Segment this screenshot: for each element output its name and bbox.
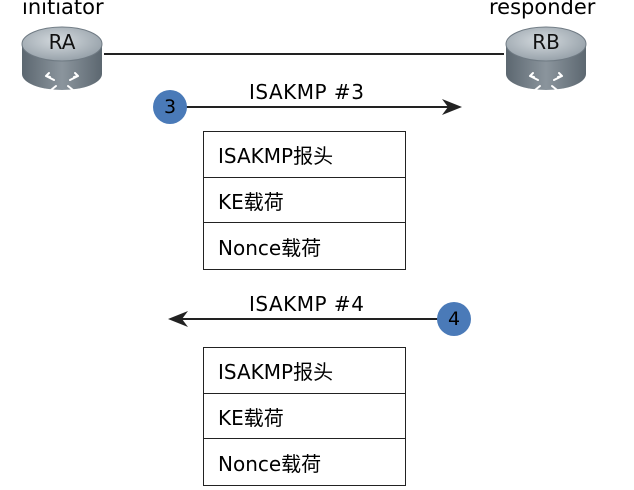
- router-ra-name: RA: [48, 30, 76, 54]
- packet-field: ISAKMP报头: [218, 144, 334, 168]
- packet-field: KE载荷: [204, 177, 405, 222]
- packet-field: Nonce载荷: [204, 222, 405, 269]
- message-4-label: ISAKMP #4: [249, 292, 365, 316]
- step-3-badge: 3: [153, 90, 187, 124]
- arrow-left-icon: [168, 311, 440, 327]
- router-rb-name: RB: [532, 30, 560, 54]
- message-3-label: ISAKMP #3: [249, 80, 365, 104]
- router-icon: [505, 26, 587, 91]
- message-4-packet: ISAKMP报头 KE载荷 Nonce载荷: [203, 347, 406, 486]
- arrow-right-icon: [186, 99, 462, 115]
- step-4-badge: 4: [437, 302, 471, 336]
- packet-field: Nonce载荷: [204, 438, 405, 485]
- initiator-label: initiator: [22, 0, 104, 19]
- router-rb: RB: [504, 20, 588, 96]
- message-3-packet: ISAKMP报头 KE载荷 Nonce载荷: [203, 131, 406, 270]
- router-icon: [21, 26, 103, 91]
- packet-field: KE载荷: [204, 393, 405, 438]
- router-ra: RA: [20, 20, 104, 96]
- packet-field: ISAKMP报头: [218, 360, 334, 384]
- router-link-line: [104, 53, 504, 55]
- responder-label: responder: [489, 0, 596, 19]
